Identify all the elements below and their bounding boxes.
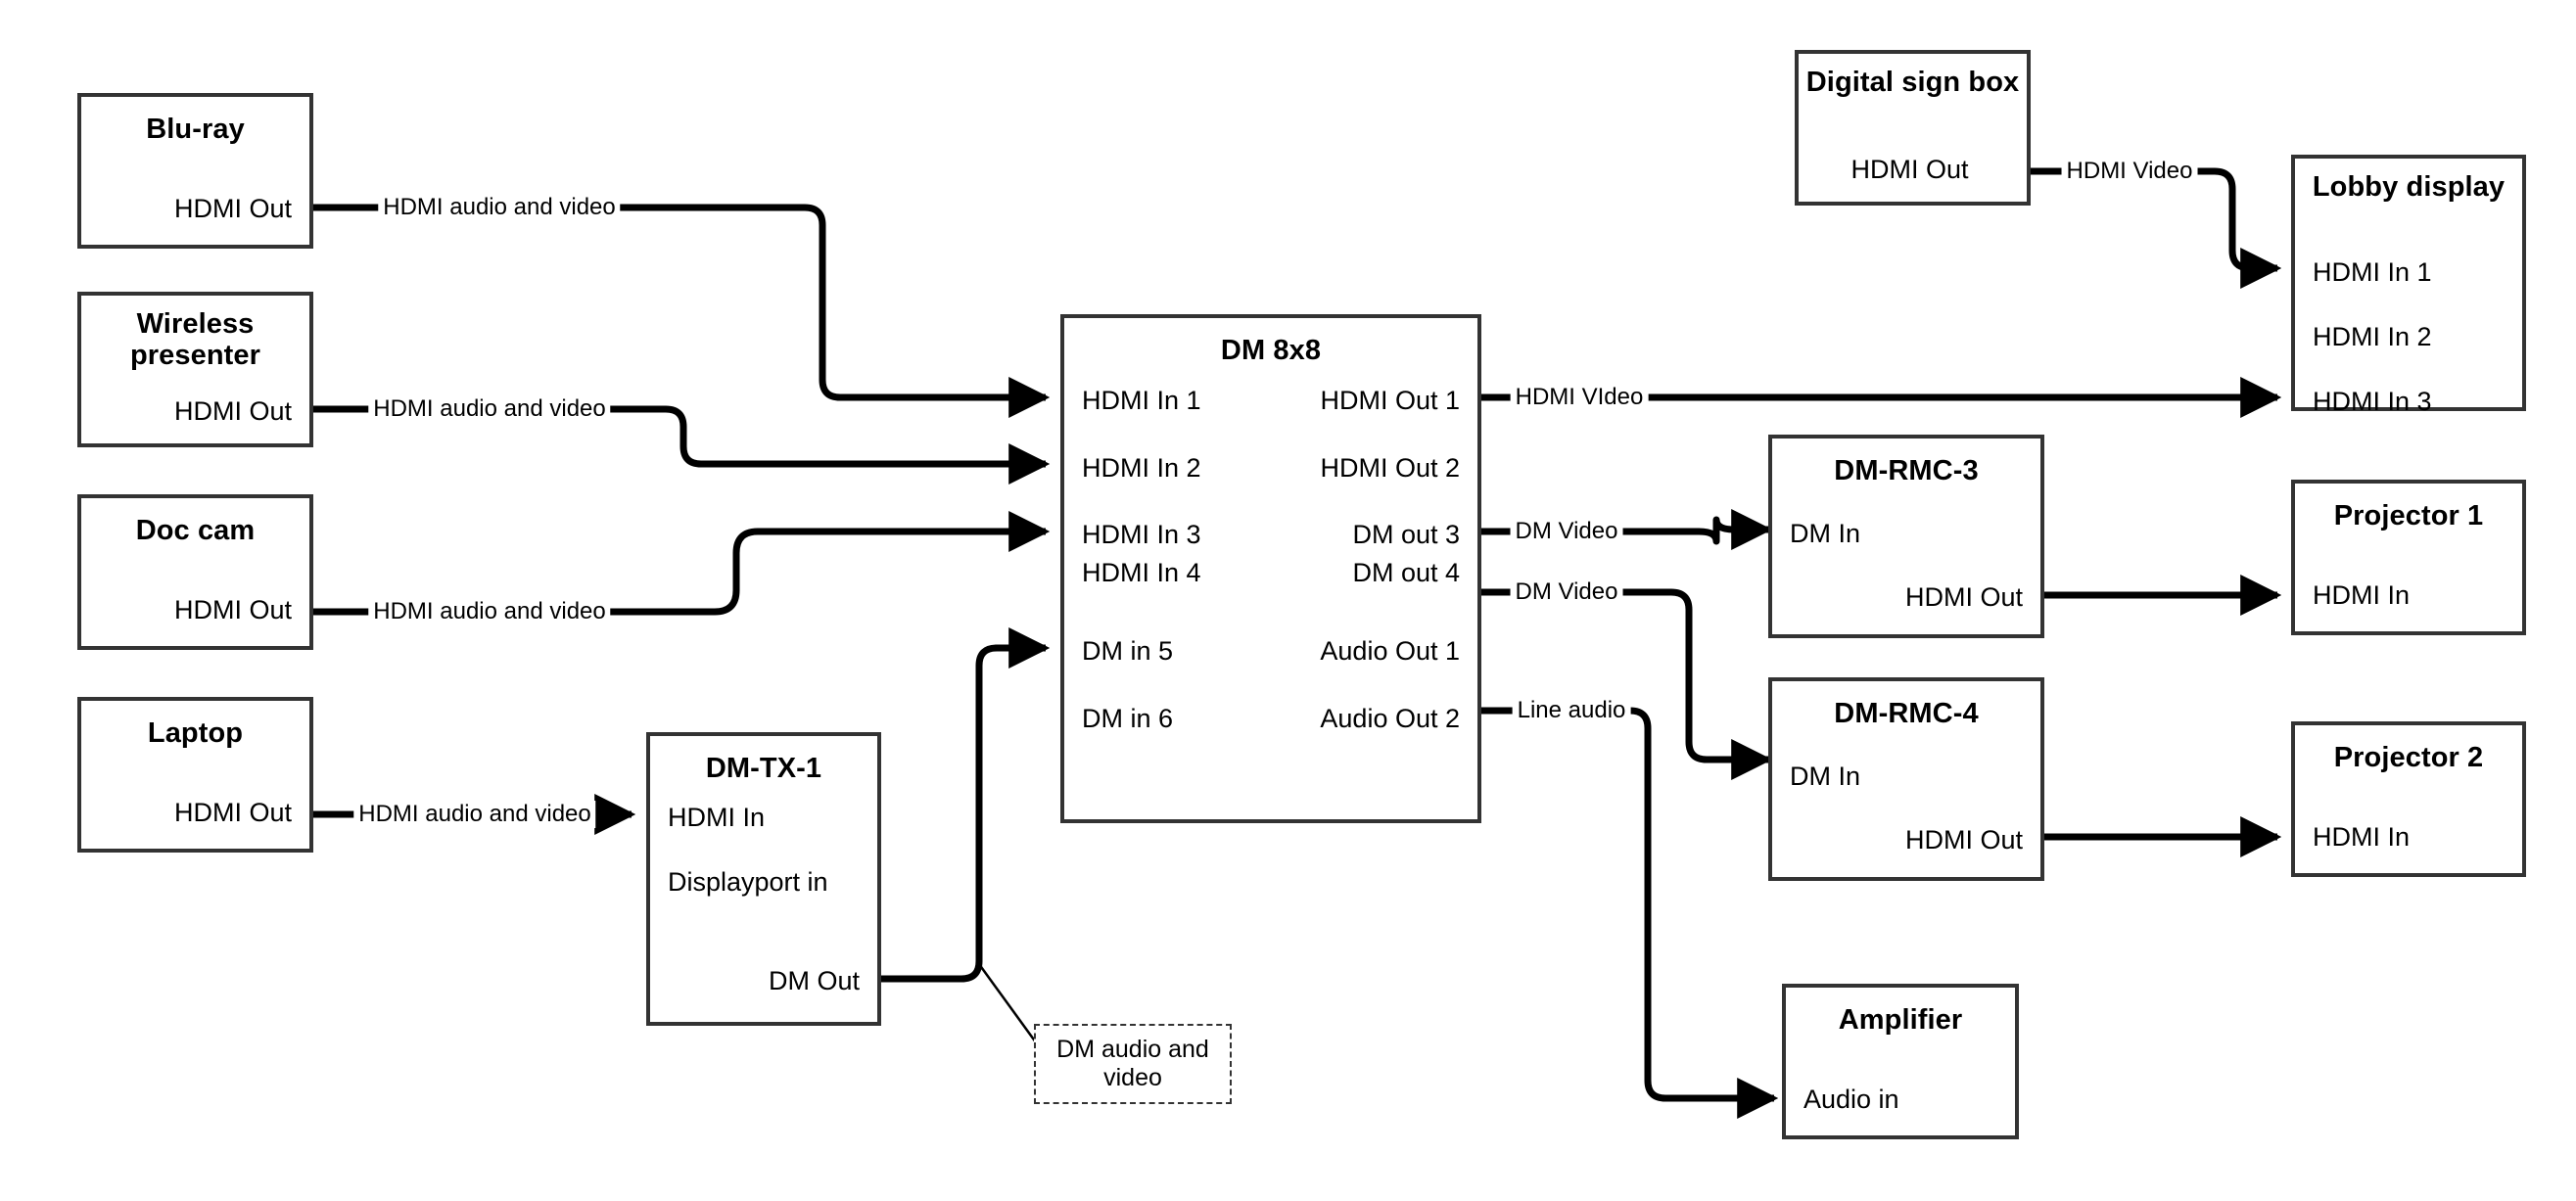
- node-title: Amplifier: [1838, 1004, 1963, 1036]
- port-dm-out-4[interactable]: DM out 4: [1352, 558, 1460, 587]
- wire-dm8x8-audio-out-1-to-amplifier-audio-in: [1481, 707, 1779, 1119]
- node-amplifier[interactable]: Amplifier Audio in: [1782, 984, 2019, 1139]
- port-dm-out[interactable]: DM Out: [768, 966, 860, 995]
- node-doc-cam[interactable]: Doc cam HDMI Out: [77, 494, 313, 650]
- node-projector-2[interactable]: Projector 2 HDMI In: [2291, 721, 2526, 877]
- node-title: Projector 1: [2333, 500, 2484, 531]
- wire-label-hdmi-video-1: HDMI VIdeo: [1510, 384, 1649, 411]
- port-hdmi-in-4[interactable]: HDMI In 4: [1082, 558, 1201, 587]
- node-laptop[interactable]: Laptop HDMI Out: [77, 697, 313, 853]
- wire-label-hdmi-video-2: HDMI Video: [2061, 158, 2198, 185]
- port-hdmi-out-2[interactable]: HDMI Out 2: [1320, 453, 1460, 483]
- node-dm-tx-1[interactable]: DM-TX-1 HDMI In Displayport in DM Out: [646, 732, 881, 1026]
- node-dm-rmc-3[interactable]: DM-RMC-3 DM In HDMI Out: [1768, 435, 2044, 638]
- node-lobby-display[interactable]: Lobby display HDMI In 1 HDMI In 2 HDMI I…: [2291, 155, 2526, 416]
- port-dm-in[interactable]: DM In: [1790, 762, 1861, 791]
- node-wireless-presenter[interactable]: Wireless presenter HDMI Out: [77, 292, 313, 447]
- wire-label-doccam: HDMI audio and video: [368, 598, 611, 625]
- port-dm-in-6[interactable]: DM in 6: [1082, 704, 1174, 733]
- port-hdmi-in-3[interactable]: HDMI In 3: [1082, 520, 1201, 549]
- port-hdmi-in-1[interactable]: HDMI In 1: [1082, 386, 1201, 415]
- port-hdmi-in-2[interactable]: HDMI In 2: [1082, 453, 1201, 483]
- wire-bluray-to-dm8x8-hdmi-in-1: [313, 204, 1051, 418]
- port-hdmi-out[interactable]: HDMI Out: [1904, 582, 2023, 612]
- node-title: Projector 2: [2333, 742, 2484, 773]
- node-title: DM-TX-1: [705, 753, 822, 784]
- node-title: Laptop: [147, 717, 244, 749]
- port-hdmi-in[interactable]: HDMI In: [668, 803, 766, 832]
- wire-label-laptop: HDMI audio and video: [353, 801, 596, 828]
- port-hdmi-out[interactable]: HDMI Out: [173, 595, 292, 624]
- port-hdmi-out[interactable]: HDMI Out: [1850, 155, 1969, 184]
- node-title: Wireless presenter: [129, 308, 261, 372]
- node-title: DM 8x8: [1220, 335, 1322, 366]
- port-hdmi-in[interactable]: HDMI In: [2313, 580, 2411, 610]
- port-dm-in-5[interactable]: DM in 5: [1082, 636, 1174, 666]
- node-title: Blu-ray: [146, 114, 245, 145]
- wire-label-bluray: HDMI audio and video: [378, 194, 621, 221]
- port-hdmi-out[interactable]: HDMI Out: [1904, 825, 2023, 855]
- port-audio-out-1[interactable]: Audio Out 1: [1320, 636, 1460, 666]
- node-title: Lobby display: [2312, 171, 2506, 203]
- port-hdmi-in-2[interactable]: HDMI In 2: [2313, 322, 2432, 351]
- wire-label-dm-video-4: DM Video: [1510, 578, 1623, 606]
- port-hdmi-out[interactable]: HDMI Out: [173, 396, 292, 426]
- port-hdmi-in-1[interactable]: HDMI In 1: [2313, 257, 2432, 287]
- node-title: Digital sign box: [1805, 67, 2020, 98]
- wire-label-wireless: HDMI audio and video: [368, 395, 611, 423]
- port-audio-in[interactable]: Audio in: [1803, 1085, 1899, 1114]
- port-hdmi-in-3[interactable]: HDMI In 3: [2313, 387, 2432, 416]
- wire-dm8x8-dm-out-4-to-dmrmc4-dm-in: [1481, 588, 1773, 780]
- port-hdmi-out-1[interactable]: HDMI Out 1: [1320, 386, 1460, 415]
- node-title: DM-RMC-3: [1834, 455, 1979, 486]
- port-dm-out-3[interactable]: DM out 3: [1352, 520, 1460, 549]
- node-title: Doc cam: [135, 515, 256, 546]
- port-dm-in[interactable]: DM In: [1790, 519, 1861, 548]
- node-title: DM-RMC-4: [1834, 698, 1979, 729]
- wire-label-line-audio: Line audio: [1512, 697, 1631, 724]
- port-hdmi-out[interactable]: HDMI Out: [173, 798, 292, 827]
- node-dm-8x8[interactable]: DM 8x8 HDMI In 1 HDMI In 2 HDMI In 3 HDM…: [1060, 314, 1481, 823]
- node-blu-ray[interactable]: Blu-ray HDMI Out: [77, 93, 313, 249]
- node-dm-rmc-4[interactable]: DM-RMC-4 DM In HDMI Out: [1768, 677, 2044, 881]
- note-leader-line: [977, 963, 1038, 1043]
- port-audio-out-2[interactable]: Audio Out 2: [1320, 704, 1460, 733]
- wire-signbox-to-lobby-hdmi-in-1: [2031, 167, 2282, 289]
- callout-note-dm-audio-and-video: DM audio and video: [1034, 1024, 1232, 1104]
- node-digital-sign-box[interactable]: Digital sign box HDMI Out: [1795, 50, 2031, 206]
- port-hdmi-in[interactable]: HDMI In: [2313, 822, 2411, 852]
- port-hdmi-out[interactable]: HDMI Out: [173, 194, 292, 223]
- wire-dmtx1-to-dm8x8-dm-in-5: [881, 627, 1051, 983]
- wire-label-dm-video-3: DM Video: [1510, 518, 1623, 545]
- port-displayport-in[interactable]: Displayport in: [668, 867, 828, 897]
- node-projector-1[interactable]: Projector 1 HDMI In: [2291, 480, 2526, 635]
